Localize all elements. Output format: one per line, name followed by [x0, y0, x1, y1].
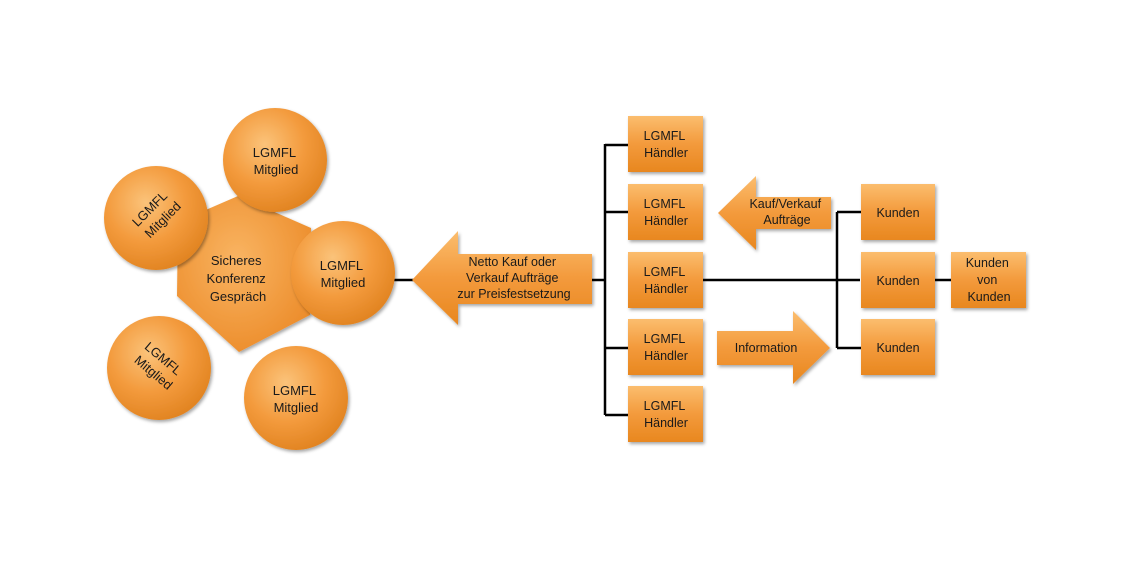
arrow-left-large: [412, 231, 592, 325]
member-circle-bottom: [244, 346, 348, 450]
dealer-box-5: LGMFL Händler: [628, 386, 703, 442]
dealer-label-3: LGMFL Händler: [644, 265, 689, 296]
customers-of-customers-box: Kunden von Kunden: [951, 252, 1026, 308]
arrow-kauf-verkauf-label: Kauf/Verkauf Aufträge: [749, 197, 824, 227]
arrow-kauf-verkauf: Kauf/Verkauf Aufträge: [718, 176, 831, 250]
customer-box-2: Kunden: [861, 252, 935, 308]
customer-label-2: Kunden: [876, 274, 919, 288]
dealer-label-1: LGMFL Händler: [644, 129, 689, 160]
arrow-netto-orders: Netto Kauf oder Verkauf Aufträge zur Pre…: [412, 231, 592, 325]
member-circle-top: [223, 108, 327, 212]
dealer-box-1: LGMFL Händler: [628, 116, 703, 172]
customers-of-customers-label: Kunden von Kunden: [966, 256, 1013, 304]
dealer-box-2: LGMFL Händler: [628, 184, 703, 240]
customer-box-3: Kunden: [861, 319, 935, 375]
arrow-right-small: [717, 311, 830, 384]
member-circle-upper-left: [104, 166, 208, 270]
hub-pentagon: [177, 196, 311, 352]
dealer-box-3: LGMFL Händler: [628, 252, 703, 308]
member-label-bottom: LGMFL Mitglied: [273, 383, 319, 415]
hub-group: Sicheres Konferenz Gespräch: [177, 196, 311, 352]
arrow-left-small: [718, 176, 831, 250]
arrow-netto-label: Netto Kauf oder Verkauf Aufträge zur Pre…: [457, 255, 570, 301]
connector-lines: [393, 143, 951, 417]
arrow-information: Information: [717, 311, 830, 384]
customer-label-1: Kunden: [876, 206, 919, 220]
customer-box-1: Kunden: [861, 184, 935, 240]
member-label-top: LGMFL Mitglied: [253, 145, 299, 177]
member-circle-lower-left: [107, 316, 211, 420]
customer-label-3: Kunden: [876, 341, 919, 355]
dealer-label-4: LGMFL Händler: [644, 332, 689, 363]
hub-label: Sicheres Konferenz Gespräch: [207, 253, 270, 304]
arrow-information-label: Information: [735, 341, 798, 355]
dealer-label-2: LGMFL Händler: [644, 197, 689, 228]
dealer-box-4: LGMFL Händler: [628, 319, 703, 375]
member-circle-right: [291, 221, 395, 325]
dealer-label-5: LGMFL Händler: [644, 399, 689, 430]
member-label-right: LGMFL Mitglied: [320, 258, 366, 290]
